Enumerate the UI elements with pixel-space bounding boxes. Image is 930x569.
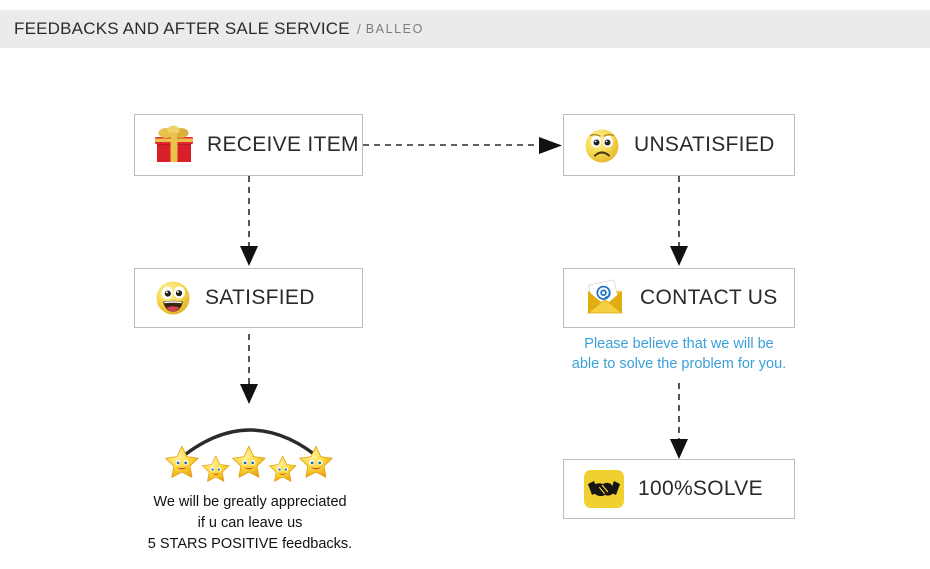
flow-node-unsatisfied[interactable]: UNSATISFIED bbox=[563, 114, 795, 176]
email-envelope-icon bbox=[586, 279, 624, 314]
connector-receive-to-satisfied bbox=[240, 176, 258, 266]
connector-contact-to-solve bbox=[670, 383, 688, 459]
flow-node-receive-item[interactable]: RECEIVE ITEM bbox=[134, 114, 363, 176]
appreciation-line-3: 5 STARS POSITIVE feedbacks. bbox=[147, 536, 353, 552]
flow-node-label: 100%SOLVE bbox=[638, 477, 763, 500]
appreciation-message: We will be greatly appreciated if u can … bbox=[118, 492, 382, 555]
flow-node-100-percent-solve[interactable]: 100%SOLVE bbox=[563, 459, 795, 519]
flow-node-label: SATISFIED bbox=[205, 286, 315, 309]
happy-face-icon bbox=[156, 281, 190, 315]
promise-line-2: able to solve the problem for you. bbox=[571, 356, 787, 372]
appreciation-line-2: if u can leave us bbox=[197, 515, 303, 531]
flow-node-label: CONTACT US bbox=[640, 286, 778, 309]
promise-message: Please believe that we will be able to s… bbox=[546, 334, 812, 374]
promise-line-1: Please believe that we will be bbox=[584, 336, 774, 352]
connector-receive-to-unsatisfied bbox=[363, 137, 562, 154]
connector-unsatisfied-to-contact bbox=[670, 176, 688, 266]
brand-name: BALLEO bbox=[365, 22, 424, 36]
connector-satisfied-to-stars bbox=[240, 334, 258, 404]
smiling-star-icon bbox=[268, 455, 297, 482]
rating-arc-and-stars bbox=[165, 428, 333, 482]
smiling-star-icon bbox=[299, 445, 333, 478]
five-star-rating-graphic bbox=[160, 400, 340, 482]
flow-node-label: UNSATISFIED bbox=[634, 133, 775, 156]
sad-face-icon bbox=[585, 129, 619, 163]
flow-diagram-canvas: RECEIVE ITEM UNSATIS bbox=[0, 48, 930, 569]
appreciation-line-1: We will be greatly appreciated bbox=[153, 494, 347, 510]
header-separator: / bbox=[356, 21, 361, 37]
smiling-star-icon bbox=[201, 455, 230, 482]
page-header-bar: FEEDBACKS AND AFTER SALE SERVICE / BALLE… bbox=[0, 10, 930, 48]
flow-node-satisfied[interactable]: SATISFIED bbox=[134, 268, 363, 328]
smiling-star-icon bbox=[232, 445, 266, 478]
gift-box-icon bbox=[155, 125, 193, 162]
handshake-icon bbox=[584, 470, 624, 508]
flow-node-contact-us[interactable]: CONTACT US bbox=[563, 268, 795, 328]
smiling-star-icon bbox=[165, 445, 199, 478]
page-title: FEEDBACKS AND AFTER SALE SERVICE bbox=[14, 19, 350, 38]
rating-arc bbox=[174, 428, 326, 464]
flow-node-label: RECEIVE ITEM bbox=[207, 133, 359, 156]
